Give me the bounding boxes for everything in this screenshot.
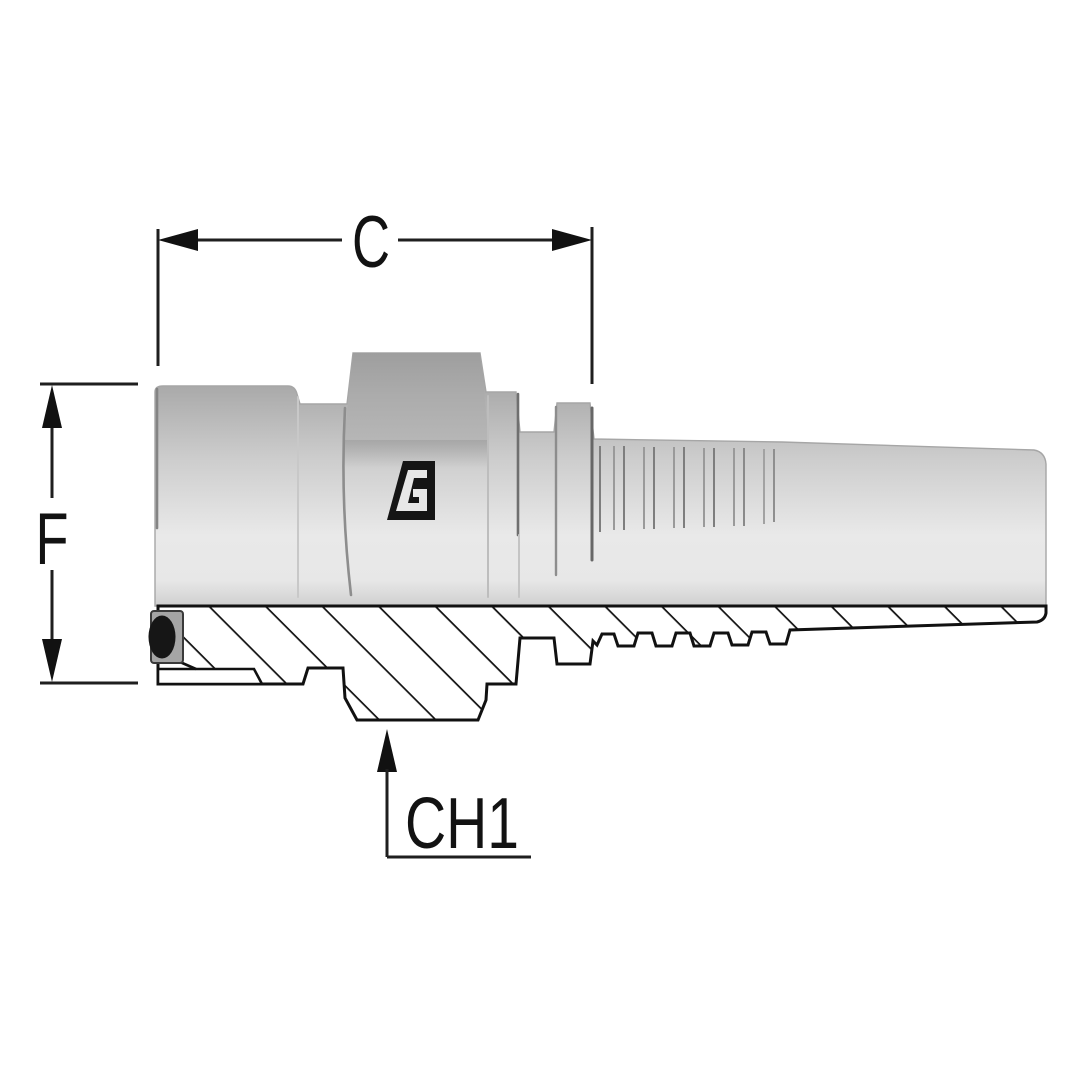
fitting-section-bottom-half (148, 604, 1048, 722)
hex-nut-face (344, 353, 489, 440)
nose-lip (156, 667, 265, 686)
o-ring-seal (148, 615, 176, 659)
dimension-f: F (36, 382, 138, 685)
dim-f-arrow-up-icon (42, 385, 62, 428)
barb-serrations (599, 446, 775, 532)
fitting-body-top-half (154, 352, 1047, 607)
ch1-label: CH1 (405, 784, 519, 864)
dimension-c: C (156, 202, 594, 384)
dim-f-arrow-down-icon (42, 639, 62, 682)
section-outline (156, 604, 1048, 722)
dim-c-arrow-left-icon (158, 229, 198, 251)
manufacturer-logo-icon (387, 461, 435, 520)
ch1-arrow-up-icon (377, 729, 397, 772)
dim-c-label: C (352, 202, 390, 283)
section-creases (155, 387, 594, 598)
dim-f-label: F (36, 499, 69, 580)
callout-ch1: CH1 (377, 729, 531, 864)
dim-c-arrow-right-icon (552, 229, 592, 251)
